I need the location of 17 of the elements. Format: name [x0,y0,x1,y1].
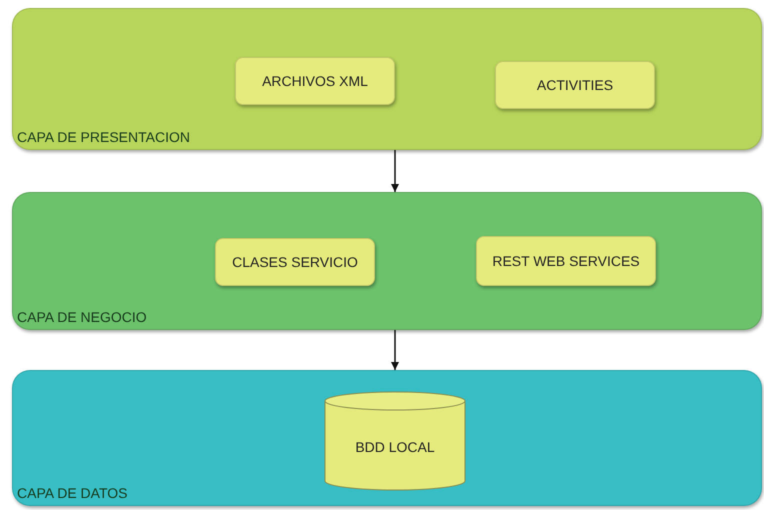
component-box [476,236,656,286]
layer-title: CAPA DE PRESENTACION [17,129,190,145]
component-box [215,238,375,286]
layer-band [12,192,762,330]
component-label: ARCHIVOS XML [262,73,368,89]
arrow [391,330,399,370]
database-label: BDD LOCAL [355,439,435,455]
layer-band [12,8,762,150]
component-box [235,57,395,105]
layer-title: CAPA DE NEGOCIO [17,309,147,325]
component-label: CLASES SERVICIO [232,254,358,270]
layer-band [12,370,762,506]
component-label: REST WEB SERVICES [492,253,640,269]
component-box [495,61,655,109]
layer-title: CAPA DE DATOS [17,485,128,501]
component-label: ACTIVITIES [536,77,614,93]
arrow [391,150,399,192]
